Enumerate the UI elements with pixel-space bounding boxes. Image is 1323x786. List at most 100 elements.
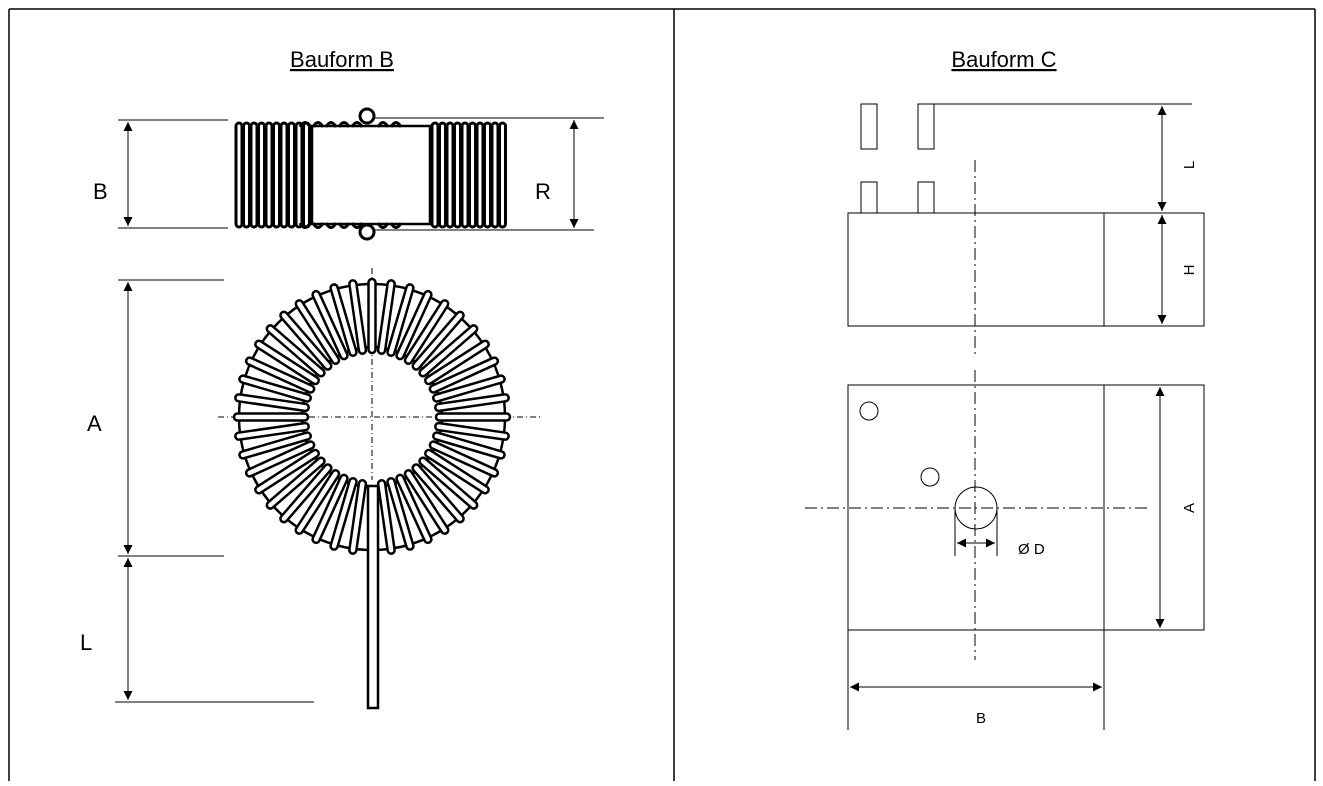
toroid-turn-wire: [432, 431, 506, 460]
mounting-hole-1: [859, 401, 879, 421]
panel-bauform-c: Bauform C L H: [805, 47, 1205, 730]
table-frame: [8, 8, 1316, 781]
toroid-turn: [329, 477, 358, 551]
toroid-turn: [434, 421, 510, 441]
toroid-turn-wire: [432, 374, 506, 403]
toroid-turn: [418, 456, 479, 510]
toroid-front-view: [218, 268, 540, 710]
pin-top-2: [917, 103, 935, 150]
coil-windings-bottom: [298, 222, 403, 229]
toroid-turn: [411, 310, 465, 371]
toroid-turn: [403, 469, 450, 535]
label-a-right: A: [1181, 503, 1198, 513]
toroid-turn-wire: [238, 431, 312, 460]
toroid-turn: [279, 310, 333, 371]
winding-bump-top: [350, 121, 364, 128]
toroid-turn-wire: [434, 393, 510, 413]
toroid-turn-wire: [311, 289, 349, 361]
winding-turn: [468, 121, 477, 229]
toroid-turn: [244, 356, 316, 394]
toroid-turn: [428, 356, 500, 394]
toroid-turn-wire: [434, 412, 512, 422]
toroid-turn: [279, 463, 333, 524]
toroid-turn-wire: [386, 477, 415, 551]
toroid-turn-wire: [254, 339, 320, 386]
toroid-turn: [434, 412, 512, 422]
toroid-turn: [424, 448, 490, 495]
toroid-turn: [348, 479, 368, 555]
toroid-turn: [238, 374, 312, 403]
toroid-turn-wire: [238, 374, 312, 403]
label-b: B: [93, 179, 108, 204]
pin-bottom-1: [860, 181, 878, 214]
toroid-turn: [329, 283, 358, 357]
winding-turn: [445, 121, 455, 229]
winding-bump-bottom: [389, 222, 403, 229]
toroid-turn-wire: [329, 477, 358, 551]
toroid-turn: [265, 324, 326, 378]
panel-title-bauform-c: Bauform C: [951, 47, 1056, 72]
toroid-turn: [232, 412, 310, 422]
toroid-turn: [238, 431, 312, 460]
winding-bump-bottom: [376, 222, 390, 229]
toroid-turn: [254, 339, 320, 386]
dimension-r: [375, 117, 604, 231]
toroid-windings: [232, 277, 512, 555]
winding-bump-top: [311, 121, 325, 128]
coil-windings-left: [234, 121, 311, 229]
toroid-turn-wire: [428, 440, 500, 478]
label-h: H: [1181, 265, 1198, 276]
toroid-turn-wire: [234, 421, 310, 441]
label-r: R: [535, 179, 551, 204]
toroid-turn-wire: [232, 412, 310, 422]
toroid-turn: [403, 299, 450, 365]
wire-end-bottom: [358, 223, 376, 241]
label-b-right: B: [976, 710, 986, 727]
winding-bump-bottom: [311, 222, 325, 229]
toroid-turn-wire: [279, 310, 333, 371]
winding-bump-bottom: [350, 222, 364, 229]
winding-turn: [249, 121, 259, 229]
toroid-turn-wire: [403, 469, 450, 535]
panel-title-bauform-b: Bauform B: [290, 47, 394, 72]
panel-bauform-b: Bauform B B R: [80, 47, 604, 710]
toroid-turn: [311, 289, 349, 361]
toroid-turn-wire: [265, 324, 326, 378]
toroid-turn-wire: [424, 448, 490, 495]
toroid-turn: [434, 393, 510, 413]
toroid-turn-wire: [244, 356, 316, 394]
toroid-turn-wire: [424, 339, 490, 386]
winding-bump-bottom: [337, 222, 351, 229]
toroid-turn: [265, 456, 326, 510]
toroid-turn-wire: [244, 440, 316, 478]
toroid-turn: [386, 283, 415, 357]
toroid-turn-wire: [386, 283, 415, 357]
toroid-turn-wire: [395, 473, 433, 545]
toroid-turn: [234, 393, 310, 413]
winding-turn: [453, 121, 462, 229]
toroid-turn-wire: [367, 277, 377, 355]
winding-turn: [272, 121, 281, 229]
label-a: A: [87, 411, 102, 436]
coil-core-body: [310, 124, 432, 226]
toroid-turn: [348, 279, 368, 355]
toroid-turn-wire: [434, 421, 510, 441]
dimension-a-right: [1104, 384, 1192, 631]
toroid-turn: [432, 431, 506, 460]
toroid-turn-wire: [294, 469, 341, 535]
toroid-turn: [294, 299, 341, 365]
winding-bump-bottom: [324, 222, 338, 229]
toroid-turn-wire: [376, 279, 396, 355]
toroid-turn: [244, 440, 316, 478]
dimension-l-left: [115, 558, 314, 703]
toroid-turn: [376, 479, 396, 555]
winding-turn: [483, 121, 492, 229]
dimension-a-left: [118, 279, 224, 557]
toroid-turn-wire: [428, 356, 500, 394]
label-l: L: [80, 630, 92, 655]
winding-turn: [498, 121, 507, 229]
housing-base: [847, 384, 1205, 631]
toroid-turn: [234, 421, 310, 441]
